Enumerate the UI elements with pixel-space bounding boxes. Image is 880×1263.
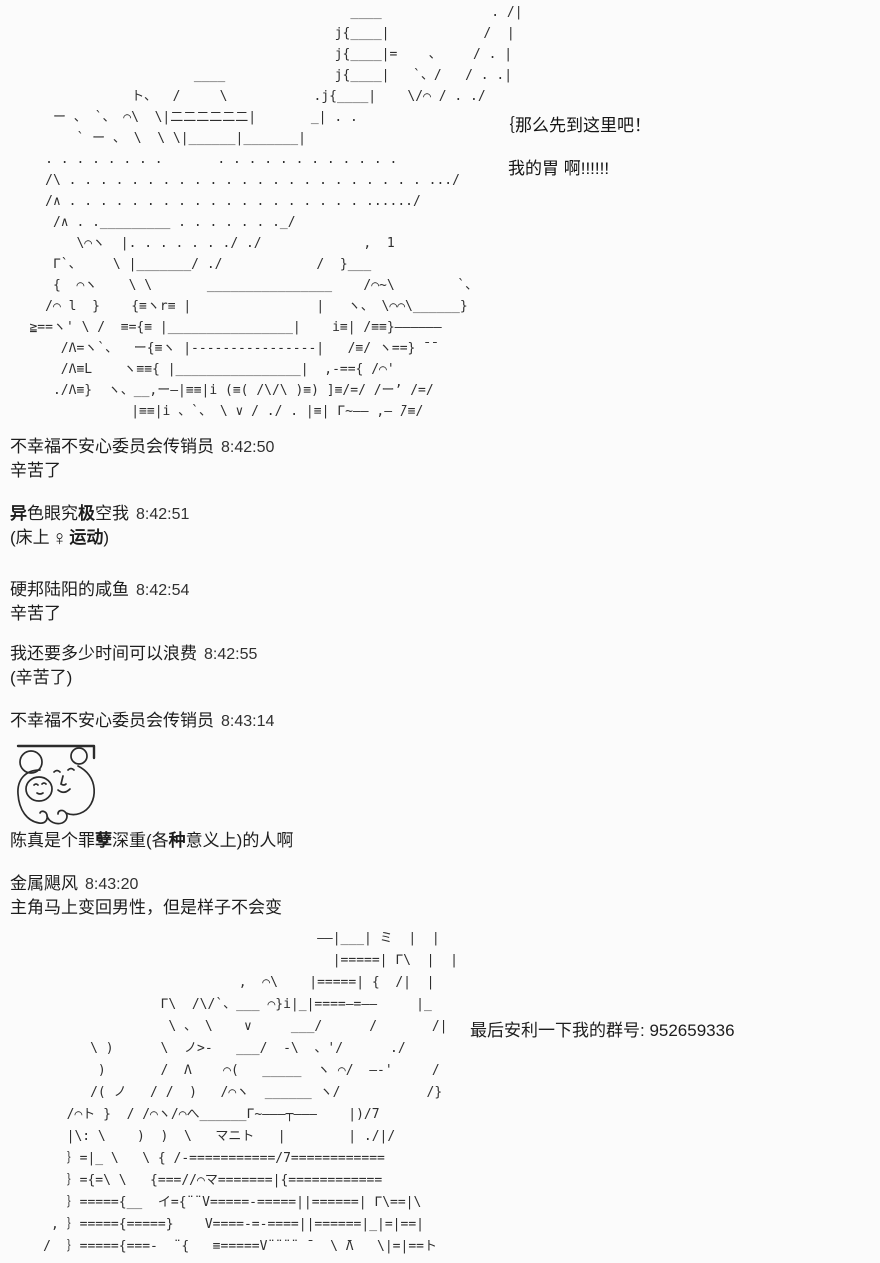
message-body: 辛苦了 xyxy=(10,461,61,480)
message-body: 辛苦了 xyxy=(10,604,61,623)
message: 硬邦陆阳的咸鱼 8:42:54 辛苦了 xyxy=(10,579,189,624)
message-body: 陈真是个罪孽深重(各种意义上)的人啊 xyxy=(10,826,293,851)
message-body: (辛苦了) xyxy=(10,668,73,687)
timestamp: 8:42:54 xyxy=(136,582,190,599)
timestamp: 8:42:55 xyxy=(204,646,258,663)
top-ascii-art: ____ . /| j{____| / | j{____|= 、 / . | _… xyxy=(29,5,523,419)
timestamp: 8:43:20 xyxy=(85,876,139,893)
message-header: 金属飓风 8:43:20 xyxy=(10,873,282,895)
message-text: 运动 xyxy=(69,528,104,547)
sender-name: 硬邦陆阳的咸鱼 xyxy=(10,580,129,599)
sender-name: 不幸福不安心委员会传销员 xyxy=(10,437,214,456)
message: 不幸福不安心委员会传销员 8:42:50 辛苦了 xyxy=(10,436,274,481)
sender-name: 异 xyxy=(10,504,27,523)
sender-name: 极 xyxy=(78,504,95,523)
message-text: 孽 xyxy=(95,831,112,850)
sender-name: 空我 xyxy=(95,504,129,523)
message: 异色眼究极空我 8:42:51 (床上♀运动) xyxy=(10,503,189,549)
timestamp: 8:42:51 xyxy=(136,506,190,523)
message-text: (床上 xyxy=(10,528,50,547)
sender-name: 不幸福不安心委员会传销员 xyxy=(10,711,214,730)
message-header: 不幸福不安心委员会传销员 8:43:14 xyxy=(10,710,274,732)
sender-name: 我还要多少时间可以浪费 xyxy=(10,644,197,663)
sender-name: 色眼究 xyxy=(27,504,78,523)
message-header: 我还要多少时间可以浪费 8:42:55 xyxy=(10,643,257,665)
bear-meme-image xyxy=(16,744,96,825)
sender-name: 金属飓风 xyxy=(10,874,78,893)
message: 我还要多少时间可以浪费 8:42:55 (辛苦了) xyxy=(10,643,257,688)
timestamp: 8:43:14 xyxy=(221,713,275,730)
message-header: 异色眼究极空我 8:42:51 xyxy=(10,503,189,525)
timestamp: 8:42:50 xyxy=(221,439,275,456)
message-text: 深重(各 xyxy=(112,831,169,850)
message: 不幸福不安心委员会传销员 8:43:14 xyxy=(10,710,274,732)
speech-bubble-2: 我的胃 啊!!!!!! xyxy=(508,159,610,178)
message-text: 意义上)的人啊 xyxy=(185,831,294,850)
female-symbol: ♀ xyxy=(51,527,68,550)
message: 金属飓风 8:43:20 主角马上变回男性，但是样子不会变 xyxy=(10,873,282,918)
message-text: ) xyxy=(103,528,110,547)
speech-bubble-1: ｛那么先到这里吧！ xyxy=(498,116,651,135)
bottom-ascii-art: ——|___| ミ | | |=====| Γ\ | | , ⌒\ |=====… xyxy=(43,931,458,1254)
message-text: 陈真是个罪 xyxy=(10,831,95,850)
message-body: 主角马上变回男性，但是样子不会变 xyxy=(10,898,282,917)
message-body: (床上♀运动) xyxy=(10,527,189,549)
message-text: 种 xyxy=(168,831,186,850)
message-header: 硬邦陆阳的咸鱼 8:42:54 xyxy=(10,579,189,601)
group-number-note: 最后安利一下我的群号: 952659336 xyxy=(470,1021,735,1040)
message-header: 不幸福不安心委员会传销员 8:42:50 xyxy=(10,436,274,458)
